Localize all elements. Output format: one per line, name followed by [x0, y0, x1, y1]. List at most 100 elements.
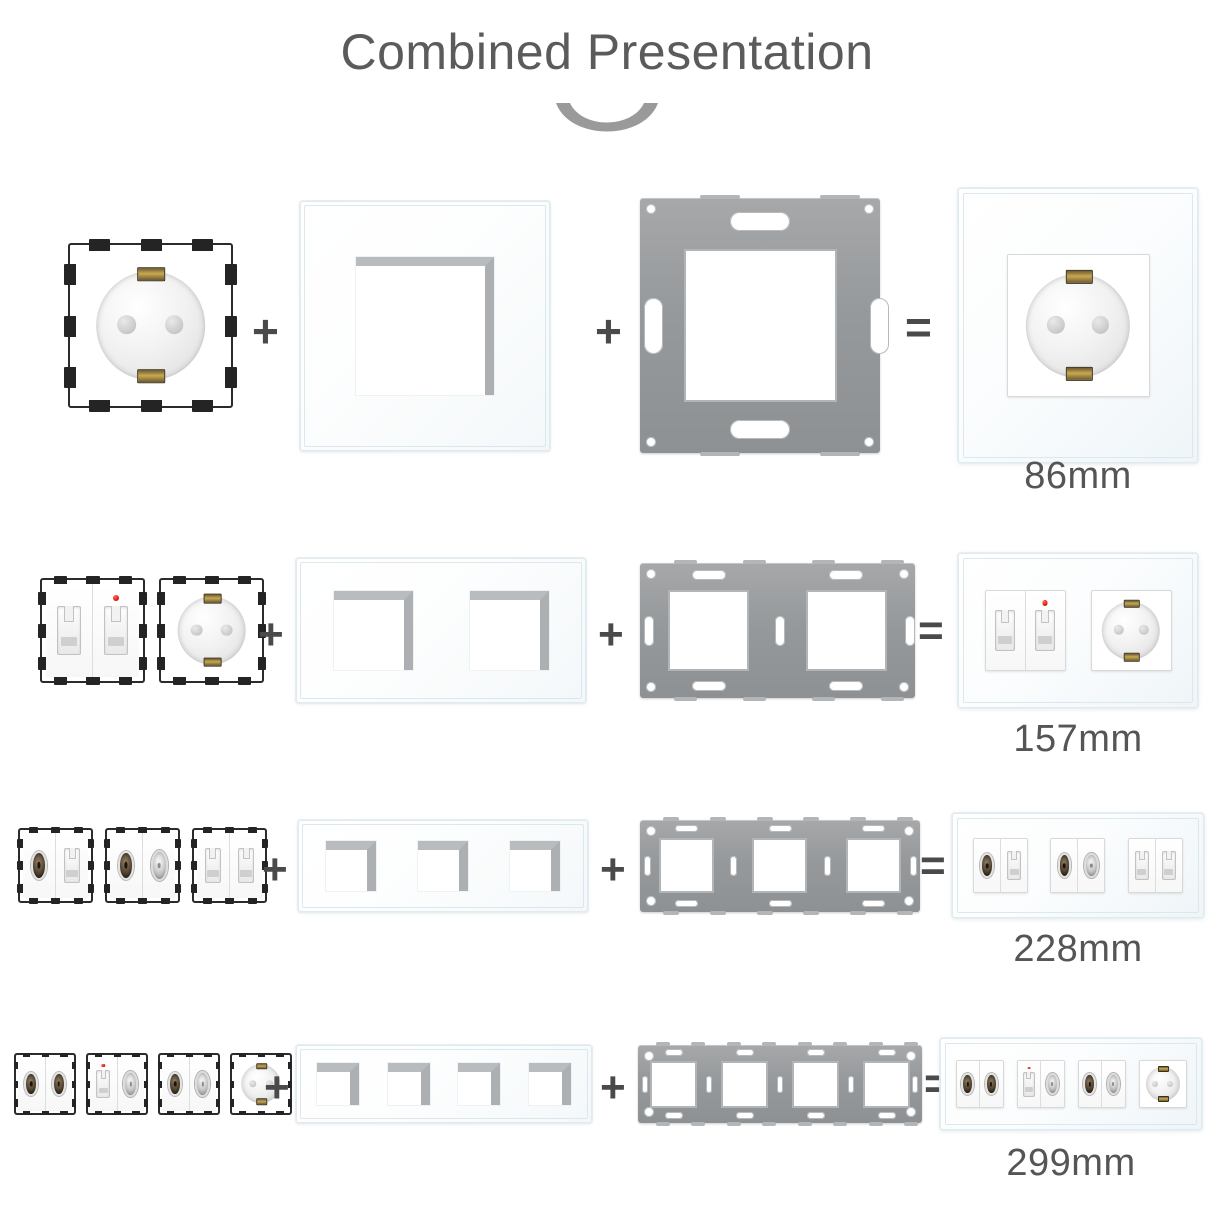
- mounting-tab: [71, 1061, 77, 1070]
- data-satellite-module[interactable]: [85, 1052, 149, 1116]
- indicator-led: [1042, 600, 1048, 606]
- bracket-screw-hole: [646, 569, 656, 579]
- equals-operator: =: [918, 605, 944, 655]
- mounting-tab: [138, 897, 148, 904]
- bracket-slot: [870, 297, 889, 354]
- coax-connector-icon: [51, 1071, 66, 1097]
- mounting-tab: [160, 897, 171, 904]
- bracket-edge-tab: [655, 1042, 670, 1046]
- tv-satellite-module[interactable]: [157, 1052, 221, 1116]
- fitted-schuko-socket-module[interactable]: [1006, 254, 1150, 397]
- earth-contact: [1158, 1096, 1169, 1103]
- indicator-led: [1027, 1066, 1031, 1070]
- mounting-tab: [174, 861, 181, 871]
- bracket-screw-hole: [864, 204, 874, 214]
- mounting-tab: [256, 656, 267, 670]
- assembly-row-299mm: ++=: [0, 1030, 1214, 1130]
- satellite-connector-icon: [195, 1071, 210, 1097]
- coax-connector-icon: [961, 1073, 975, 1095]
- mounting-tab: [247, 827, 258, 834]
- data-jack-icon: [995, 609, 1015, 652]
- mounting-tab: [261, 838, 268, 848]
- bracket-edge-tab: [850, 816, 866, 821]
- glass-panel-3-gang[interactable]: [298, 819, 588, 912]
- mounting-tab: [143, 1061, 149, 1070]
- mounting-tab: [87, 861, 94, 871]
- mounting-tab: [140, 238, 162, 254]
- earth-contact: [1123, 653, 1140, 662]
- mounting-bracket-1-gang[interactable]: [640, 195, 889, 456]
- mounting-tab: [37, 624, 48, 638]
- fitted-data-satellite-module[interactable]: [1016, 1060, 1065, 1108]
- bracket-slot: [768, 899, 792, 907]
- assembly-row-86mm: ++=: [0, 180, 1214, 463]
- mounting-tab: [87, 838, 94, 848]
- assembled-socket-3-gang[interactable]: [952, 813, 1204, 918]
- mounting-tab: [132, 1052, 140, 1058]
- module-slot: [37, 575, 148, 686]
- fitted-dual-data-module[interactable]: [1127, 838, 1183, 893]
- mounting-tab: [229, 1061, 235, 1070]
- data-telephone-module[interactable]: [37, 575, 148, 686]
- module-slot: [104, 827, 181, 904]
- plus-operator-2: +: [595, 304, 622, 357]
- glass-panel-slot: [300, 200, 550, 451]
- assembled-socket-2-gang[interactable]: [958, 553, 1198, 708]
- data-jack-icon: [63, 848, 81, 883]
- mounting-tab: [205, 675, 219, 686]
- mounting-tab: [71, 1099, 77, 1107]
- mounting-tab: [115, 897, 125, 904]
- fitted-tv-data-module[interactable]: [973, 838, 1029, 893]
- fitted-schuko-socket-module[interactable]: [1138, 1060, 1187, 1108]
- mounting-tab: [71, 1080, 77, 1089]
- mounting-tab: [17, 861, 24, 871]
- mounting-tab: [205, 575, 219, 586]
- size-label-86mm: 86mm: [1024, 455, 1132, 497]
- size-label-228mm: 228mm: [1013, 928, 1143, 970]
- mounting-tab: [238, 1110, 247, 1116]
- bracket-slot: [861, 824, 885, 832]
- glass-panel-4-gang[interactable]: [296, 1045, 592, 1123]
- mounting-tab: [204, 1052, 212, 1058]
- mounting-bracket-2-gang[interactable]: [640, 560, 915, 701]
- fitted-data-telephone-module[interactable]: [984, 590, 1066, 671]
- panel-cutout: [325, 839, 377, 892]
- bracket-slot: [774, 615, 785, 646]
- glass-panel-1-gang[interactable]: [300, 200, 550, 451]
- bracket-edge-tab: [803, 910, 820, 915]
- bracket-screw-hole: [646, 437, 656, 447]
- mounting-tab: [192, 238, 214, 254]
- plus-operator-2: +: [600, 1063, 626, 1112]
- bracket-slot: [829, 681, 864, 691]
- fitted-schuko-socket-module[interactable]: [1090, 590, 1172, 671]
- schuko-socket-module[interactable]: [63, 238, 238, 413]
- fitted-tv-satellite-module[interactable]: [1050, 838, 1106, 893]
- tv-data-module[interactable]: [17, 827, 94, 904]
- schuko-socket-module[interactable]: [229, 1052, 293, 1116]
- glass-panel-2-gang[interactable]: [296, 558, 586, 703]
- fitted-tv-satellite-module[interactable]: [1077, 1060, 1126, 1108]
- bracket-edge-tab: [820, 195, 860, 199]
- mounting-bracket-3-gang[interactable]: [640, 816, 920, 915]
- mounting-tab: [73, 897, 84, 904]
- fitted-dual-tv-module[interactable]: [955, 1060, 1004, 1108]
- panel-cutout: [316, 1062, 361, 1106]
- mounting-tab: [86, 575, 100, 586]
- mounting-bracket-4-gang[interactable]: [638, 1042, 922, 1126]
- mounting-tab: [104, 838, 111, 848]
- bracket-edge-tab: [850, 910, 866, 915]
- dual-data-module[interactable]: [191, 827, 268, 904]
- assembled-socket-1-gang[interactable]: [958, 188, 1198, 463]
- bracket-edge-tab: [663, 910, 680, 915]
- mounting-tab: [237, 675, 251, 686]
- mounting-tab: [157, 1061, 163, 1070]
- mounting-tab: [160, 827, 171, 834]
- assembled-socket-4-gang[interactable]: [940, 1038, 1202, 1130]
- schuko-socket-module[interactable]: [156, 575, 267, 686]
- dual-tv-module[interactable]: [13, 1052, 77, 1116]
- tv-satellite-module[interactable]: [104, 827, 181, 904]
- mounting-tab: [256, 592, 267, 606]
- coax-connector-icon: [1083, 1073, 1097, 1095]
- panel-cutout: [527, 1062, 572, 1106]
- data-jack-icon: [237, 848, 255, 883]
